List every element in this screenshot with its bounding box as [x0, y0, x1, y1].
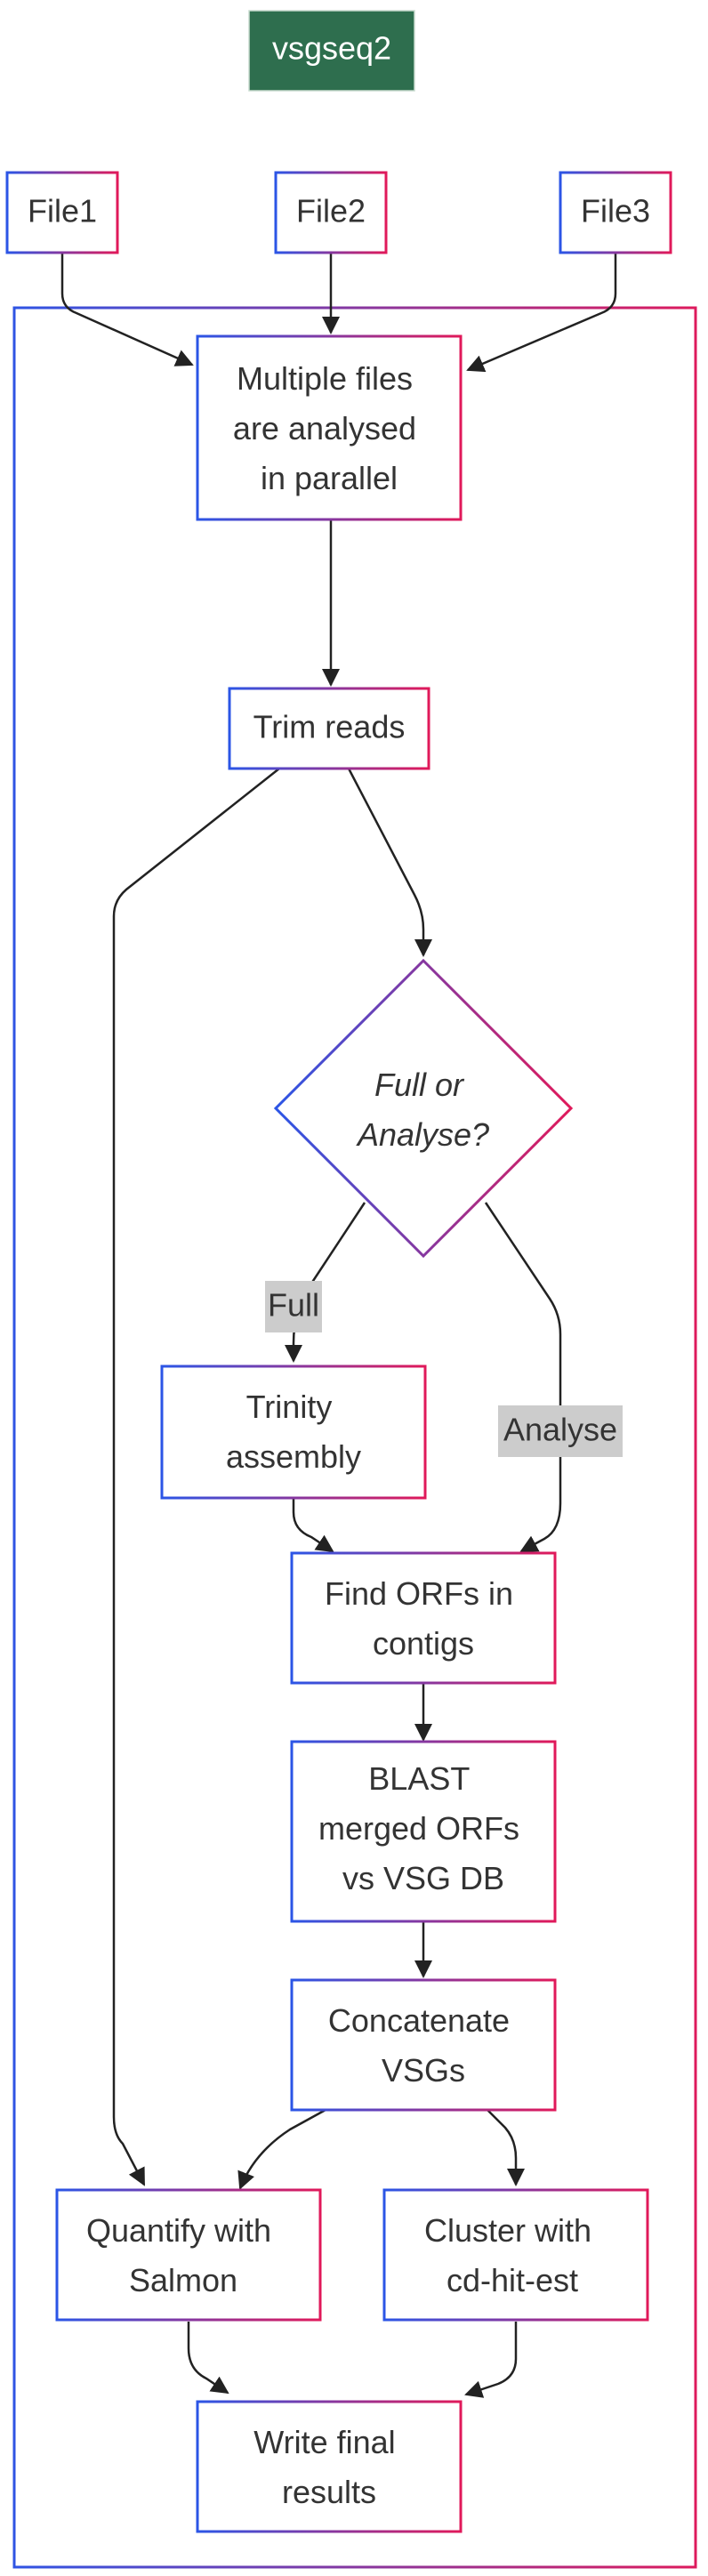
edge-label-analyse-text: Analyse — [503, 1412, 617, 1448]
node-parallel-label: Multiple files are analysed in parallel — [233, 360, 425, 496]
edges — [60, 253, 617, 2398]
node-trinity: Trinity assembly — [160, 1364, 427, 1500]
node-trim-label: Trim reads — [253, 709, 406, 745]
node-file1: File1 — [5, 171, 119, 254]
edge-decision-orfs — [484, 1202, 562, 1553]
node-final-line2: results — [282, 2474, 376, 2510]
node-parallel-line2: are analysed — [233, 410, 416, 447]
node-concat: Concatenate VSGs — [290, 1978, 557, 2112]
node-decision: Full or Analyse? — [273, 958, 574, 1259]
node-decision-line1: Full or — [374, 1067, 465, 1103]
edge-trim-decision — [347, 768, 432, 957]
title-text: vsgseq2 — [272, 30, 391, 67]
edge-trinity-orfs — [292, 1498, 334, 1553]
edge-cluster-final — [464, 2322, 518, 2398]
node-file3: File3 — [559, 171, 672, 254]
node-orfs-label: Find ORFs in contigs — [325, 1575, 522, 1662]
node-trinity-line2: assembly — [226, 1438, 361, 1475]
node-file2-label: File2 — [296, 193, 366, 229]
parallel-subgraph-border — [12, 306, 697, 2569]
edge-concat-cluster — [487, 2109, 525, 2186]
title-box: vsgseq2 — [248, 10, 415, 92]
node-trinity-label: Trinity assembly — [226, 1389, 361, 1475]
node-trim: Trim reads — [228, 687, 430, 770]
node-blast-line1: BLAST — [368, 1760, 470, 1797]
node-final-label: Write final results — [253, 2424, 404, 2510]
node-orfs-line2: contigs — [373, 1625, 474, 1662]
node-concat-label: Concatenate VSGs — [328, 2002, 519, 2089]
edge-file1-parallel — [60, 253, 194, 366]
node-salmon-label: Quantify with Salmon — [86, 2212, 280, 2298]
node-salmon-line1: Quantify with — [86, 2212, 271, 2249]
node-parallel: Multiple files are analysed in parallel — [196, 334, 463, 521]
node-concat-line2: VSGs — [382, 2052, 465, 2089]
edge-trim-salmon — [112, 768, 280, 2186]
node-orfs: Find ORFs in contigs — [290, 1551, 557, 1685]
node-blast-label: BLAST merged ORFs vs VSG DB — [318, 1760, 528, 1896]
node-decision-line2: Analyse? — [356, 1116, 489, 1153]
edge-concat-salmon — [237, 2108, 326, 2190]
node-final-line1: Write final — [253, 2424, 395, 2460]
edge-file3-parallel — [466, 253, 617, 373]
node-cluster: Cluster with cd-hit-est — [382, 2188, 649, 2322]
node-final: Write final results — [196, 2400, 463, 2533]
node-cluster-line1: Cluster with — [424, 2212, 591, 2249]
node-file3-label: File3 — [581, 193, 650, 229]
node-blast: BLAST merged ORFs vs VSG DB — [290, 1740, 557, 1923]
node-cluster-label: Cluster with cd-hit-est — [424, 2212, 600, 2298]
node-file2: File2 — [274, 171, 388, 254]
edge-label-analyse: Analyse — [498, 1405, 623, 1457]
node-blast-line3: vs VSG DB — [342, 1860, 504, 1896]
node-concat-line1: Concatenate — [328, 2002, 510, 2039]
node-cluster-line2: cd-hit-est — [447, 2262, 578, 2298]
edge-salmon-final — [187, 2322, 229, 2395]
node-orfs-line1: Find ORFs in — [325, 1575, 513, 1612]
node-file1-label: File1 — [28, 193, 97, 229]
node-salmon: Quantify with Salmon — [55, 2188, 322, 2322]
node-parallel-line3: in parallel — [261, 460, 398, 496]
node-trinity-line1: Trinity — [246, 1389, 333, 1425]
node-blast-line2: merged ORFs — [318, 1810, 519, 1847]
node-parallel-line1: Multiple files — [237, 360, 413, 397]
edge-label-full-text: Full — [268, 1287, 319, 1324]
node-decision-label: Full or Analyse? — [356, 1067, 489, 1153]
node-salmon-line2: Salmon — [129, 2262, 237, 2298]
edge-label-full: Full — [265, 1281, 322, 1332]
